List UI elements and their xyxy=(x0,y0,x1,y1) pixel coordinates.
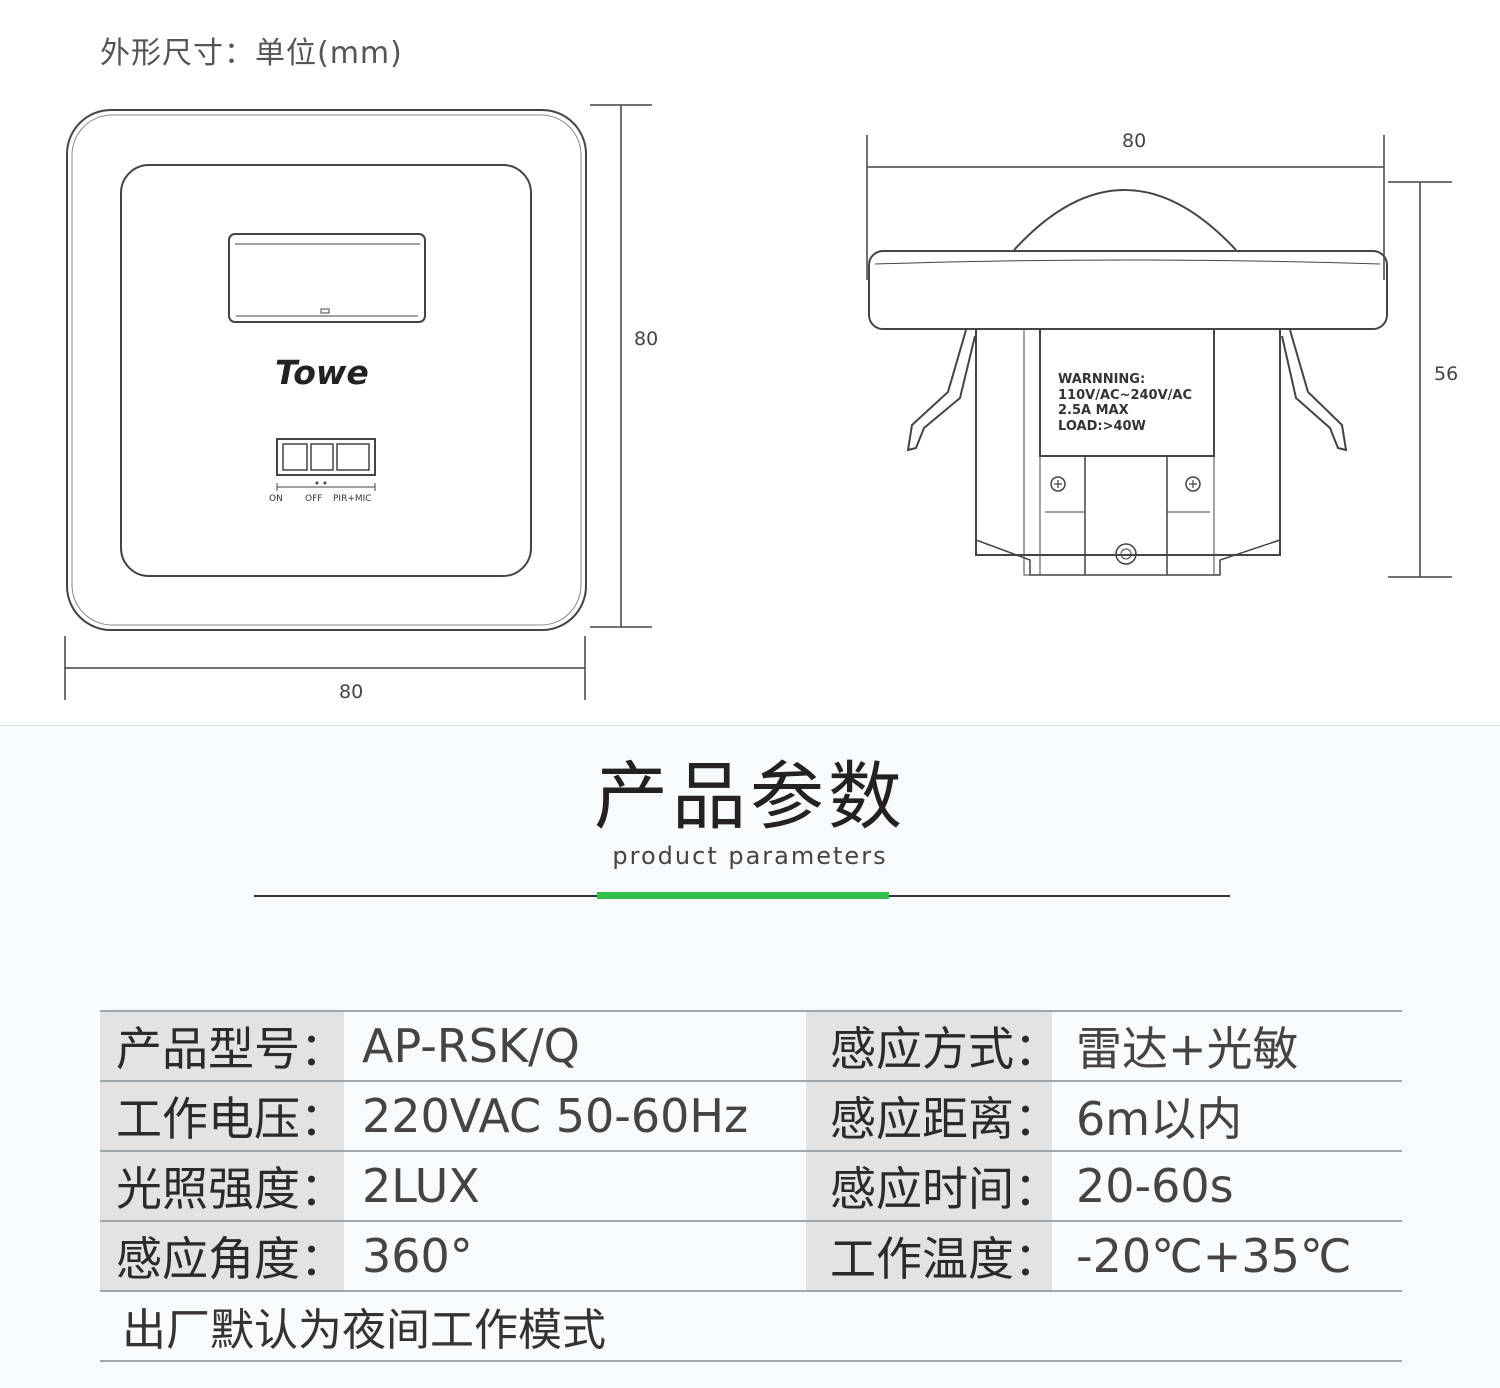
spec-value: 雷达+光敏 xyxy=(1076,1022,1299,1076)
spec-label: 工作温度： xyxy=(806,1222,1052,1290)
title-accent-bar xyxy=(597,892,889,899)
spec-value: AP-RSK/Q xyxy=(362,1019,580,1073)
warning-line-3: 2.5A MAX xyxy=(1058,403,1129,418)
brand-logo: Towe xyxy=(275,353,369,392)
left-clip xyxy=(906,329,976,452)
spec-note: 出厂默认为夜间工作模式 xyxy=(122,1305,606,1356)
side-height-label: 56 xyxy=(1434,363,1458,385)
spec-label: 感应方式： xyxy=(806,1012,1052,1080)
dimensions-unit-label: 外形尺寸：单位(mm) xyxy=(100,36,403,71)
front-height-dim-line xyxy=(590,104,652,628)
params-header: 产品参数 product parameters xyxy=(0,760,1500,870)
spec-label: 产品型号： xyxy=(100,1012,344,1080)
warning-line-1: WARNNING: xyxy=(1058,372,1145,387)
sensor-window xyxy=(228,233,426,323)
dimension-drawing: Towe ON OFF PIR+MIC WARNNING: 110V/AC~24… xyxy=(64,104,1458,703)
front-width-dim-line xyxy=(64,636,586,700)
switch-label-on: ON xyxy=(269,494,283,504)
right-clip xyxy=(1281,329,1348,452)
front-inner-panel xyxy=(120,164,532,577)
mode-switch xyxy=(276,438,376,476)
table-row: 感应角度： 360° 工作温度： -20℃+35℃ xyxy=(100,1220,1402,1290)
spec-value: 360° xyxy=(362,1229,473,1283)
spec-table: 产品型号： AP-RSK/Q 感应方式： 雷达+光敏 工作电压： 220VAC … xyxy=(100,1010,1402,1362)
spec-value: 2LUX xyxy=(362,1159,480,1213)
side-height-dim-line xyxy=(1388,181,1452,578)
front-outer-frame xyxy=(66,109,587,631)
spec-value: 220VAC 50-60Hz xyxy=(362,1089,749,1143)
spec-value: 6m以内 xyxy=(1076,1092,1243,1146)
front-height-label: 80 xyxy=(634,328,658,350)
side-width-dim-line xyxy=(866,135,1385,280)
spec-value: -20℃+35℃ xyxy=(1076,1229,1352,1283)
spec-label: 光照强度： xyxy=(100,1152,344,1220)
side-width-label: 80 xyxy=(1122,130,1146,152)
warning-line-4: LOAD:>40W xyxy=(1058,419,1146,434)
table-row: 光照强度： 2LUX 感应时间： 20-60s xyxy=(100,1150,1402,1220)
side-cover xyxy=(868,250,1388,330)
spec-label: 感应时间： xyxy=(806,1152,1052,1220)
warning-line-2: 110V/AC~240V/AC xyxy=(1058,388,1192,403)
spec-label: 感应角度： xyxy=(100,1222,344,1290)
front-width-label: 80 xyxy=(339,681,363,703)
spec-label: 工作电压： xyxy=(100,1082,344,1150)
params-title: 产品参数 xyxy=(594,754,906,840)
params-subtitle: product parameters xyxy=(612,842,888,870)
spec-label: 感应距离： xyxy=(806,1082,1052,1150)
sensor-dome xyxy=(1013,189,1237,251)
table-row-note: 出厂默认为夜间工作模式 xyxy=(100,1290,1402,1362)
table-row: 产品型号： AP-RSK/Q 感应方式： 雷达+光敏 xyxy=(100,1010,1402,1080)
dimensions-section: 外形尺寸：单位(mm) xyxy=(0,36,1500,726)
switch-label-off: OFF xyxy=(305,494,322,504)
side-body xyxy=(975,329,1281,556)
table-row: 工作电压： 220VAC 50-60Hz 感应距离： 6m以内 xyxy=(100,1080,1402,1150)
switch-label-pir-mic: PIR+MIC xyxy=(333,494,372,504)
spec-value: 20-60s xyxy=(1076,1159,1234,1213)
